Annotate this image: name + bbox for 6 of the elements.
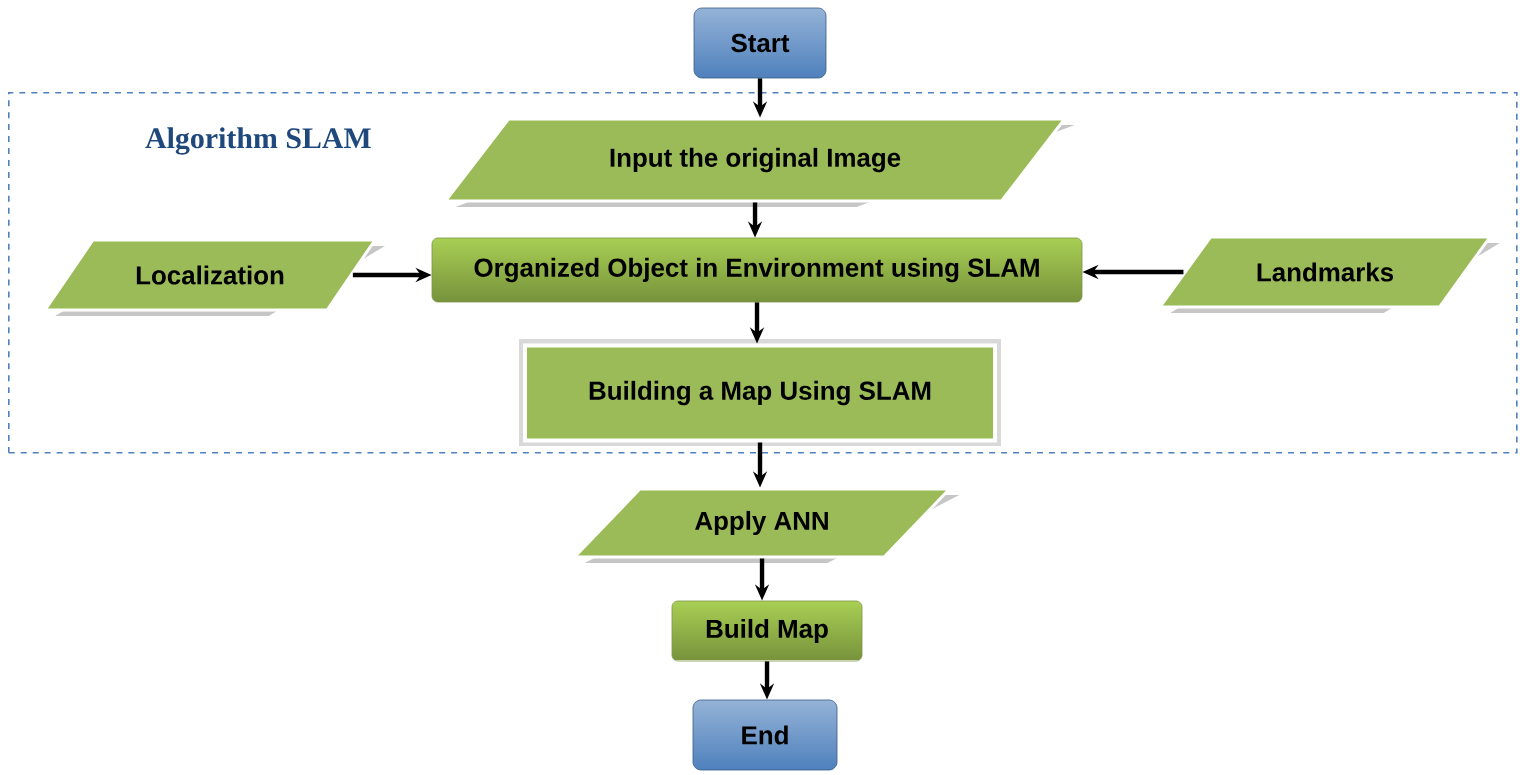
process-box: Building a Map Using SLAM — [519, 339, 1001, 446]
terminal-box: Start — [693, 7, 827, 79]
process-box: Organized Object in Environment using SLAM — [431, 237, 1083, 303]
process-box: Build Map — [671, 600, 863, 662]
group-title: Algorithm SLAM — [145, 127, 371, 155]
terminal-box: End — [692, 699, 838, 771]
